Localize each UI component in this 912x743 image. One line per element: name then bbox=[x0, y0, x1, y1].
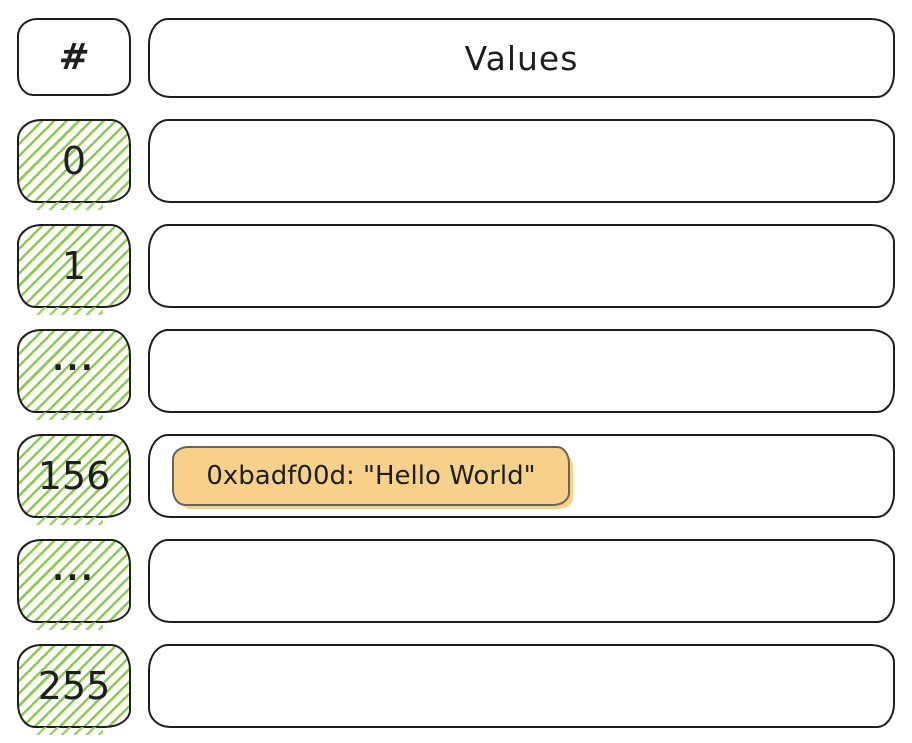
value-cell bbox=[148, 224, 895, 308]
index-cell: 255 bbox=[17, 644, 131, 735]
index-cell: 1 bbox=[17, 224, 131, 315]
table-row-156: 156 0xbadf00d: "Hello World" bbox=[17, 434, 895, 525]
value-badge: 0xbadf00d: "Hello World" bbox=[172, 446, 570, 506]
index-label: 156 bbox=[37, 454, 111, 498]
table-row-1: 1 bbox=[17, 224, 895, 315]
index-header-label: # bbox=[56, 36, 92, 78]
index-cell: 156 bbox=[17, 434, 131, 525]
table-row-ellipsis-top: ... bbox=[17, 329, 895, 420]
value-cell: 0xbadf00d: "Hello World" bbox=[148, 434, 895, 518]
values-header-cell: Values bbox=[148, 18, 895, 98]
table-row-0: 0 bbox=[17, 119, 895, 210]
header-row: # Values bbox=[17, 18, 895, 98]
index-label: 255 bbox=[37, 664, 111, 708]
index-cell: ... bbox=[17, 539, 131, 630]
value-cell bbox=[148, 329, 895, 413]
table-row-255: 255 bbox=[17, 644, 895, 735]
index-cell: ... bbox=[17, 329, 131, 420]
index-label: 0 bbox=[61, 139, 87, 183]
value-cell bbox=[148, 644, 895, 728]
index-label: 1 bbox=[61, 244, 87, 288]
value-cell bbox=[148, 539, 895, 623]
index-cell: 0 bbox=[17, 119, 131, 210]
value-cell bbox=[148, 119, 895, 203]
table-row-ellipsis-bottom: ... bbox=[17, 539, 895, 630]
values-header-label: Values bbox=[464, 38, 579, 78]
index-header-cell: # bbox=[17, 18, 131, 96]
